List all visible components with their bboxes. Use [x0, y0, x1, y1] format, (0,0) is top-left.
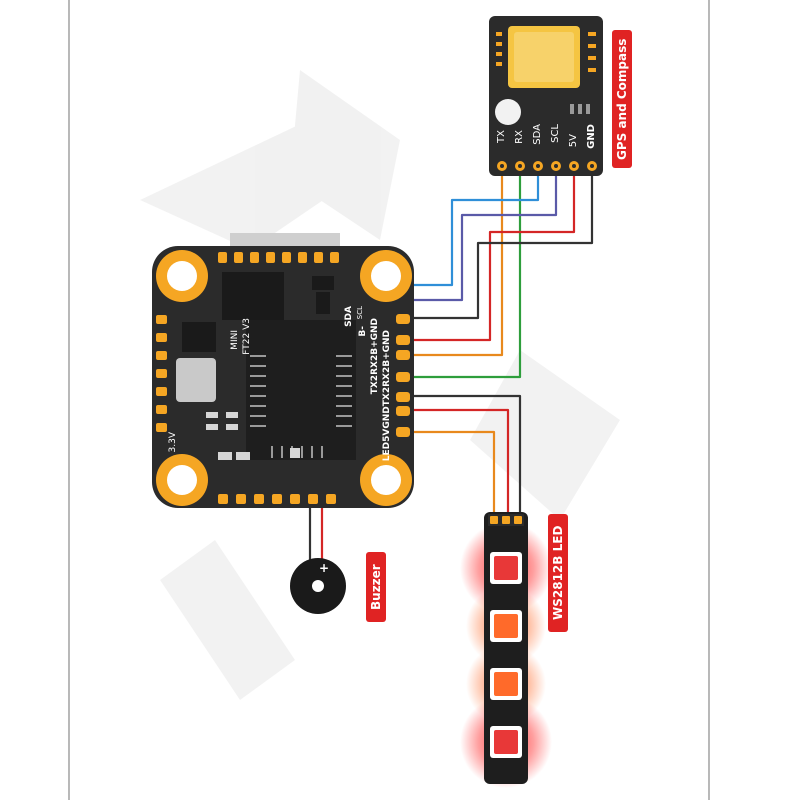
wire-gps-tx	[395, 168, 504, 357]
gps-pin-label-sda: SDA	[532, 124, 543, 145]
gps-pin-label-tx: TX	[496, 130, 507, 143]
fc-version-label: FT22 V3	[242, 318, 252, 355]
fc-pad-row-2: TX2RX2B+GND	[370, 318, 380, 395]
led-chip-4	[490, 726, 522, 758]
led-chip-2	[490, 610, 522, 642]
buzzer	[290, 558, 346, 614]
barometer-sensor	[176, 358, 216, 402]
background-watermark	[140, 70, 620, 700]
left-pads	[156, 315, 167, 432]
gps-pin-label-5v: 5V	[568, 134, 579, 148]
led-chip-3	[490, 668, 522, 700]
led-strip-tag: WS2812B LED	[548, 514, 568, 632]
wire-gps-rx	[395, 168, 522, 379]
fc-voltage-label: 3.3V	[168, 432, 178, 453]
flight-controller	[152, 233, 414, 508]
main-mcu-chip	[246, 320, 356, 460]
buzzer-polarity-symbol: +	[319, 561, 330, 575]
wire-led-gnd	[395, 394, 522, 512]
right-pads	[396, 314, 410, 437]
wire-led-5v	[395, 408, 510, 512]
wire-gps-5v	[395, 168, 576, 342]
usb-connector	[230, 233, 340, 247]
fc-sda-label: SDA	[344, 306, 354, 327]
gps-compass-tag: GPS and Compass	[612, 30, 632, 168]
gps-pin-label-rx: RX	[514, 130, 525, 144]
fc-pad-row-1: B-	[358, 326, 368, 337]
fc-pad-row-3: LED5VGNDTX2RX2B+GND	[382, 330, 392, 462]
gps-indicator-light	[495, 99, 521, 125]
top-pads	[218, 252, 339, 263]
gps-module	[489, 16, 603, 176]
led-chip-1	[490, 552, 522, 584]
wire-led-data	[395, 430, 496, 512]
wire-gps-gnd	[398, 168, 594, 320]
bottom-pads	[218, 494, 336, 504]
buzzer-tag: Buzzer	[366, 552, 386, 622]
mounting-holes	[156, 250, 412, 506]
led-strip	[460, 512, 552, 788]
gps-pin-label-gnd: GND	[586, 124, 597, 149]
fc-scl-label: SCL	[356, 306, 364, 320]
fc-model-label: MINI	[230, 330, 240, 350]
processor-chip	[222, 272, 284, 320]
gps-pin-label-scl: SCL	[550, 124, 561, 143]
